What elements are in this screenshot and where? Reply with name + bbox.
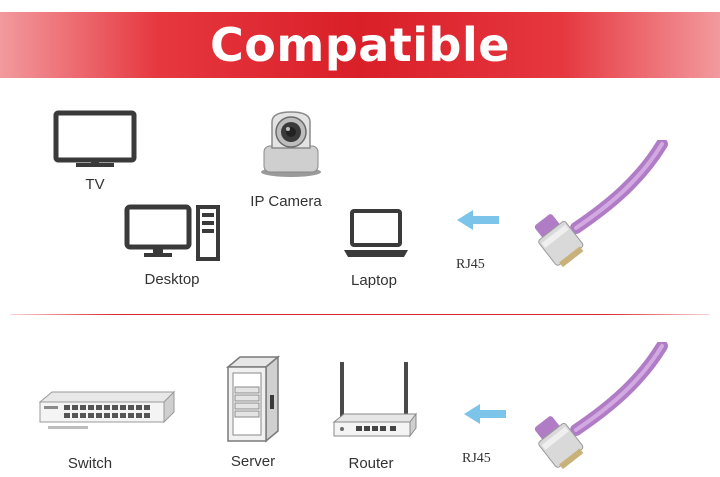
arrow-left-icon (464, 404, 506, 424)
rj45-cable-icon (534, 140, 668, 268)
device-label-server: Server (230, 453, 276, 470)
connector-label-rj45: RJ45 (456, 257, 485, 272)
connector-label-rj45: RJ45 (462, 451, 491, 466)
device-label-switch: Switch (67, 455, 113, 472)
arrow-left-icon (457, 210, 499, 230)
section-divider (10, 314, 710, 315)
banner: Compatible (0, 12, 720, 78)
device-label-ip-camera: IP Camera (250, 193, 322, 210)
router-icon (332, 362, 417, 438)
device-label-laptop: Laptop (351, 272, 397, 289)
ip-camera-icon (261, 111, 321, 177)
device-label-tv: TV (85, 176, 105, 193)
server-icon (225, 355, 281, 443)
desktop-icon (124, 204, 220, 261)
tv-icon (53, 110, 137, 167)
laptop-icon (344, 209, 408, 257)
switch-icon (38, 390, 176, 429)
device-label-router: Router (348, 455, 394, 472)
banner-title: Compatible (210, 18, 510, 72)
device-label-desktop: Desktop (144, 271, 200, 288)
rj45-cable-icon (534, 342, 668, 470)
